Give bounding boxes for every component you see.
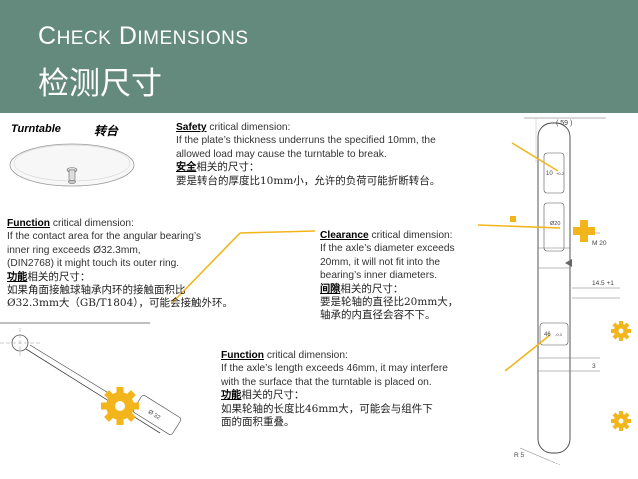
function-block-2: Function critical dimension: If the axle… bbox=[221, 350, 448, 429]
copyright-notice: ©HENNING RICHTER 2018 bbox=[539, 460, 628, 467]
dim-10-tol: +0.2 bbox=[556, 171, 565, 176]
dim-46-tol: -0.3 bbox=[555, 332, 563, 337]
dim-14-5: 14.5 +1 bbox=[592, 280, 614, 287]
dim-10: 10 bbox=[546, 171, 553, 177]
content-panel: ( 59 ) 10 +0.2 Ø20 M 20 14.5 +1 46 -0.3 … bbox=[0, 113, 638, 479]
callout-lines bbox=[171, 142, 561, 372]
plus-markers bbox=[510, 216, 595, 242]
dim-46: 46 bbox=[544, 332, 551, 338]
dim-59: ( 59 ) bbox=[556, 120, 572, 127]
title-english: CHECK DIMENSIONS bbox=[38, 22, 249, 50]
gear-icon bbox=[101, 387, 139, 425]
function-block-1: Function critical dimension: If the cont… bbox=[7, 218, 234, 310]
gear-icon bbox=[611, 321, 631, 341]
safety-block: Safety critical dimension: If the plate’… bbox=[176, 122, 441, 187]
dim-3: 3 bbox=[592, 363, 596, 370]
technical-drawing: ( 59 ) 10 +0.2 Ø20 M 20 14.5 +1 46 -0.3 … bbox=[0, 117, 631, 466]
dim-r5: R 5 bbox=[514, 452, 525, 459]
clearance-block: Clearance critical dimension: If the axl… bbox=[320, 230, 459, 322]
turntable-plate bbox=[9, 143, 135, 187]
title-chinese: 检测尺寸 bbox=[38, 66, 162, 102]
turntable-label-cn: 转台 bbox=[94, 124, 119, 138]
gear-icon bbox=[611, 411, 631, 431]
plate-section-view bbox=[0, 322, 182, 435]
axle-drawing bbox=[519, 117, 620, 466]
dim-m20: M 20 bbox=[592, 240, 607, 247]
dim-phi20: Ø20 bbox=[550, 221, 560, 227]
turntable-label: Turntable bbox=[11, 123, 61, 135]
